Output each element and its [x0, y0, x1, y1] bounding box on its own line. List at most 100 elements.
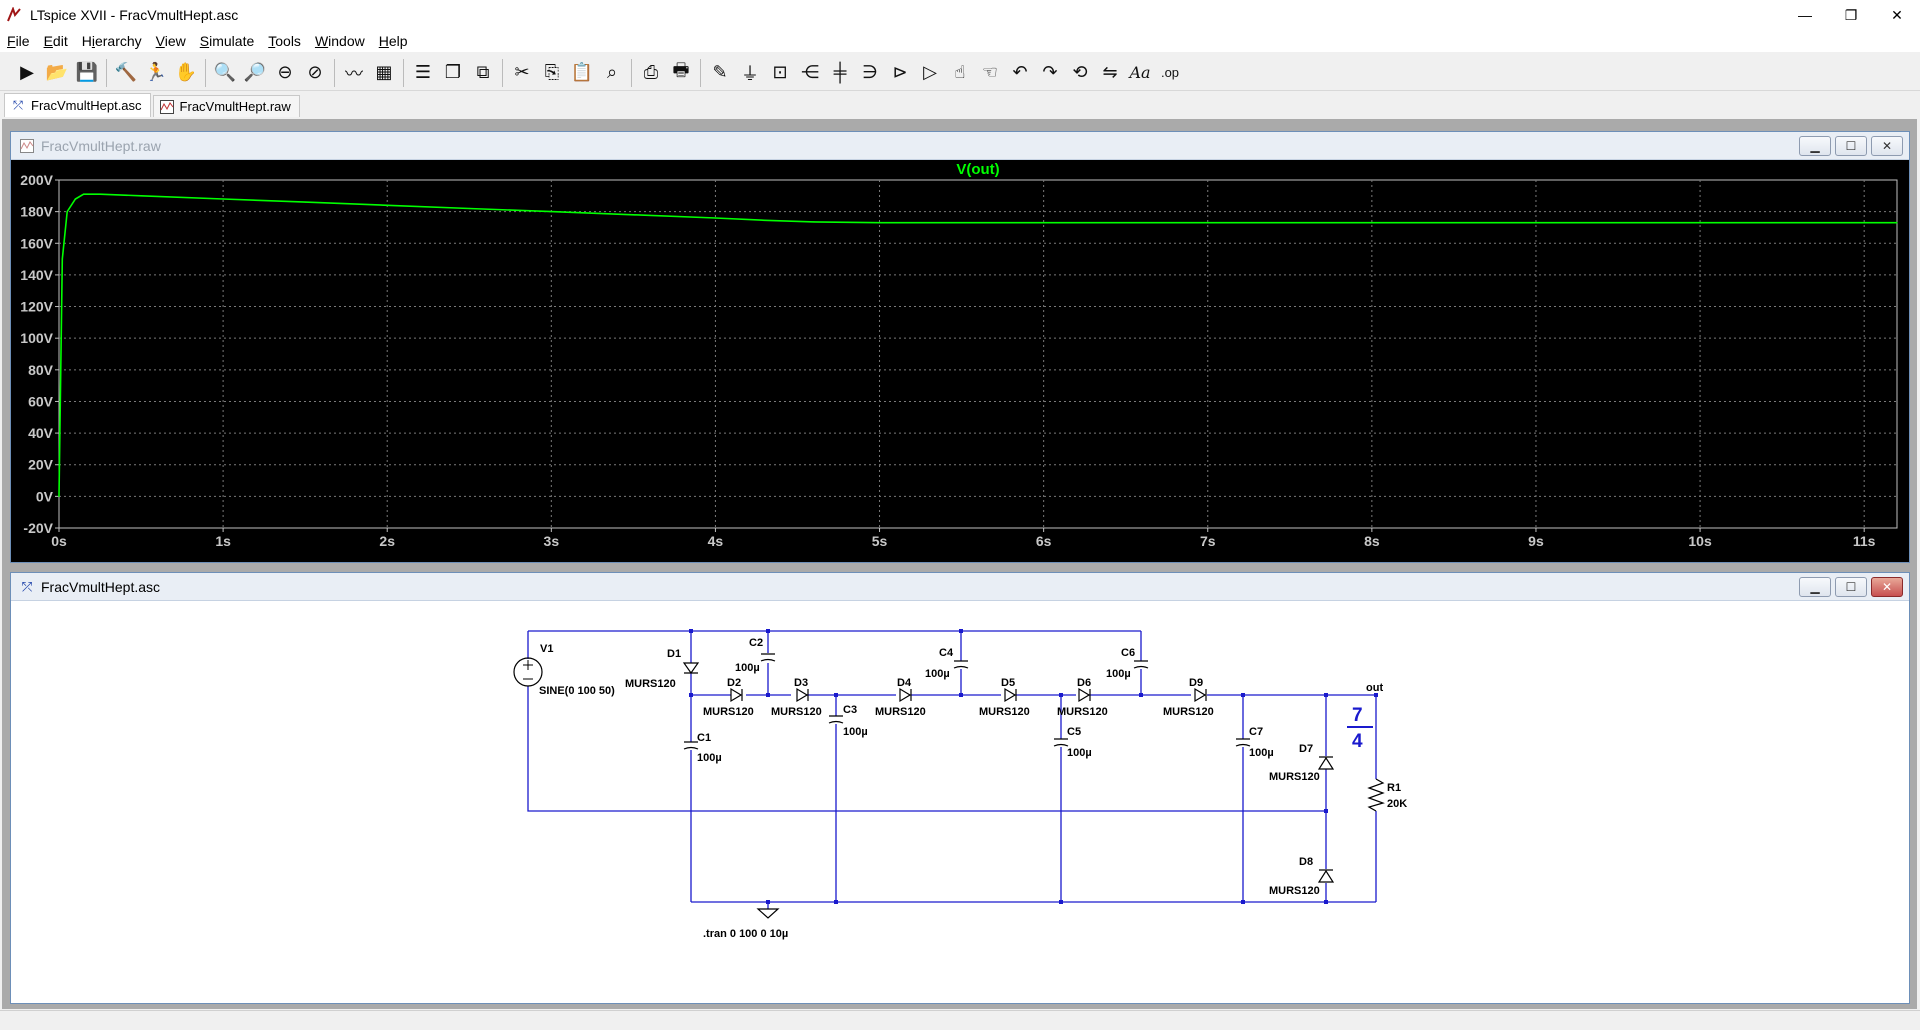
paste-icon[interactable]: 📋	[570, 62, 594, 82]
waveform-window-titlebar[interactable]: FracVmultHept.raw ▁ ☐ ✕	[11, 132, 1909, 160]
pan-icon[interactable]: ✋	[174, 62, 198, 82]
diode-d9-icon[interactable]	[1194, 687, 1207, 703]
waveform-close-button[interactable]: ✕	[1871, 136, 1903, 156]
menu-window[interactable]: Window	[314, 33, 365, 49]
close-button[interactable]: ✕	[1891, 6, 1903, 23]
capacitor-c3-icon[interactable]	[828, 715, 844, 724]
diode-d7-icon[interactable]	[1317, 756, 1335, 770]
menu-bar: File Edit Hierarchy View Simulate Tools Window…	[0, 30, 1920, 52]
schematic-close-button[interactable]: ✕	[1871, 577, 1903, 597]
diode-d2-icon[interactable]	[730, 687, 743, 703]
menu-hierarchy[interactable]: Hierarchy	[81, 33, 142, 49]
spice-directive-icon[interactable]: .op	[1160, 65, 1180, 80]
schematic-minimize-button[interactable]: ▁	[1799, 577, 1831, 597]
capacitor-c2-icon[interactable]	[760, 653, 776, 662]
label-d9-model: MURS120	[1163, 706, 1214, 718]
ground-icon[interactable]: ⏚	[741, 63, 759, 84]
label-c1-value: 100µ	[697, 752, 722, 764]
diode-d8-icon[interactable]	[1317, 869, 1335, 883]
print-setup-icon[interactable]: 🖶	[672, 59, 690, 80]
label-c3: C3	[843, 704, 857, 716]
resistor-r1-icon[interactable]	[1367, 778, 1385, 812]
ground-icon[interactable]	[756, 908, 780, 919]
capacitor-c4-icon[interactable]	[953, 660, 969, 669]
capacitor-c7-icon[interactable]	[1235, 738, 1251, 747]
capacitor-c1-icon[interactable]	[683, 741, 699, 750]
toolbar-separator	[403, 58, 404, 87]
capacitor-c6-icon[interactable]	[1133, 660, 1149, 669]
autorange-icon[interactable]: 〰	[345, 63, 363, 84]
cascade-icon[interactable]: ❐	[444, 62, 462, 82]
tab-waveform[interactable]: FracVmultHept.raw	[152, 95, 300, 117]
menu-edit[interactable]: Edit	[43, 33, 68, 49]
tile-vertical-icon[interactable]: ⧉	[476, 62, 490, 82]
schematic-window[interactable]: ⤱ FracVmultHept.asc ▁ ☐ ✕	[10, 572, 1910, 1004]
zoom-cancel-icon[interactable]: ⊘	[307, 62, 323, 82]
control-panel-icon[interactable]: 🔨	[114, 62, 138, 82]
zoom-out-icon[interactable]: 🔎	[243, 62, 267, 82]
data-point	[83, 193, 85, 195]
waveform-maximize-button[interactable]: ☐	[1835, 136, 1867, 156]
run-icon[interactable]: ▶	[20, 62, 34, 82]
x-tick-label: 0s	[51, 533, 67, 549]
voltage-source-icon[interactable]	[513, 657, 543, 687]
diode-d6-icon[interactable]	[1078, 687, 1091, 703]
schematic-window-titlebar[interactable]: ⤱ FracVmultHept.asc ▁ ☐ ✕	[11, 573, 1909, 601]
menu-file[interactable]: File	[7, 33, 30, 49]
text-icon[interactable]: Aa	[1129, 63, 1151, 82]
mirror-icon[interactable]: ⇋	[1102, 62, 1118, 82]
label-d2-model: MURS120	[703, 706, 754, 718]
diode-icon[interactable]: ⊳	[892, 62, 908, 82]
restore-button[interactable]: ❐	[1844, 6, 1858, 23]
minimize-button[interactable]: —	[1798, 7, 1812, 23]
copy-icon[interactable]: ⎘	[544, 62, 560, 82]
save-icon[interactable]: 💾	[75, 62, 99, 82]
schematic-drawing[interactable]: V1 SINE(0 100 50) D1 MURS120 D2 MURS120 …	[11, 601, 1909, 1003]
diode-d3-icon[interactable]	[796, 687, 809, 703]
capacitor-icon[interactable]: ╪	[833, 62, 847, 82]
resistor-icon[interactable]: ⋲	[801, 62, 819, 82]
label-d1: D1	[667, 648, 681, 660]
component-icon[interactable]: ▷	[923, 62, 937, 82]
diode-d5-icon[interactable]	[1004, 687, 1017, 703]
zoom-in-icon[interactable]: 🔍	[213, 62, 237, 82]
undo-icon[interactable]: ↶	[1012, 62, 1028, 82]
tile-horizontal-icon[interactable]: ☰	[414, 62, 432, 82]
y-tick-label: 120V	[20, 299, 53, 315]
menu-help[interactable]: Help	[378, 33, 408, 49]
print-icon[interactable]: ⎙	[643, 62, 659, 82]
chart-title: V(out)	[956, 161, 999, 178]
find-icon[interactable]: ⌕	[606, 62, 618, 82]
diode-d4-icon[interactable]	[899, 687, 912, 703]
title-bar: LTspice XVII - FracVmultHept.asc — ❐ ✕	[0, 0, 1920, 30]
tab-schematic[interactable]: ⤱ FracVmultHept.asc	[4, 93, 151, 117]
waveform-minimize-button[interactable]: ▁	[1799, 136, 1831, 156]
x-tick-label: 3s	[544, 533, 560, 549]
label-net-icon[interactable]: ⊡	[772, 62, 788, 82]
capacitor-c5-icon[interactable]	[1053, 738, 1069, 747]
label-d6-model: MURS120	[1057, 706, 1108, 718]
menu-view[interactable]: View	[155, 33, 186, 49]
grid-icon[interactable]: ▦	[375, 62, 393, 82]
y-tick-label: 20V	[28, 457, 54, 473]
label-c4: C4	[939, 647, 954, 659]
redo-icon[interactable]: ↷	[1042, 62, 1058, 82]
rotate-icon[interactable]: ⟲	[1072, 62, 1088, 82]
inductor-icon[interactable]: ∋	[862, 62, 878, 82]
schematic-canvas[interactable]: V1 SINE(0 100 50) D1 MURS120 D2 MURS120 …	[11, 601, 1909, 1003]
zoom-fit-icon[interactable]: ⊖	[277, 62, 293, 82]
diode-d1-icon[interactable]	[682, 662, 700, 675]
menu-tools[interactable]: Tools	[268, 33, 301, 49]
cut-icon[interactable]: ✂	[514, 62, 530, 82]
open-icon[interactable]: 📂	[45, 62, 69, 82]
waveform-chart[interactable]: V(out)200V180V160V140V120V100V80V60V40V2…	[11, 160, 1909, 562]
move-icon[interactable]: ☝	[954, 62, 966, 82]
schematic-maximize-button[interactable]: ☐	[1835, 577, 1867, 597]
drag-icon[interactable]: ☜	[981, 62, 999, 82]
halt-icon[interactable]: 🏃	[144, 62, 168, 82]
wire-pencil-icon[interactable]: ✎	[712, 62, 728, 82]
menu-simulate[interactable]: Simulate	[199, 33, 255, 49]
spice-directive[interactable]: .tran 0 100 0 10µ	[703, 928, 788, 940]
